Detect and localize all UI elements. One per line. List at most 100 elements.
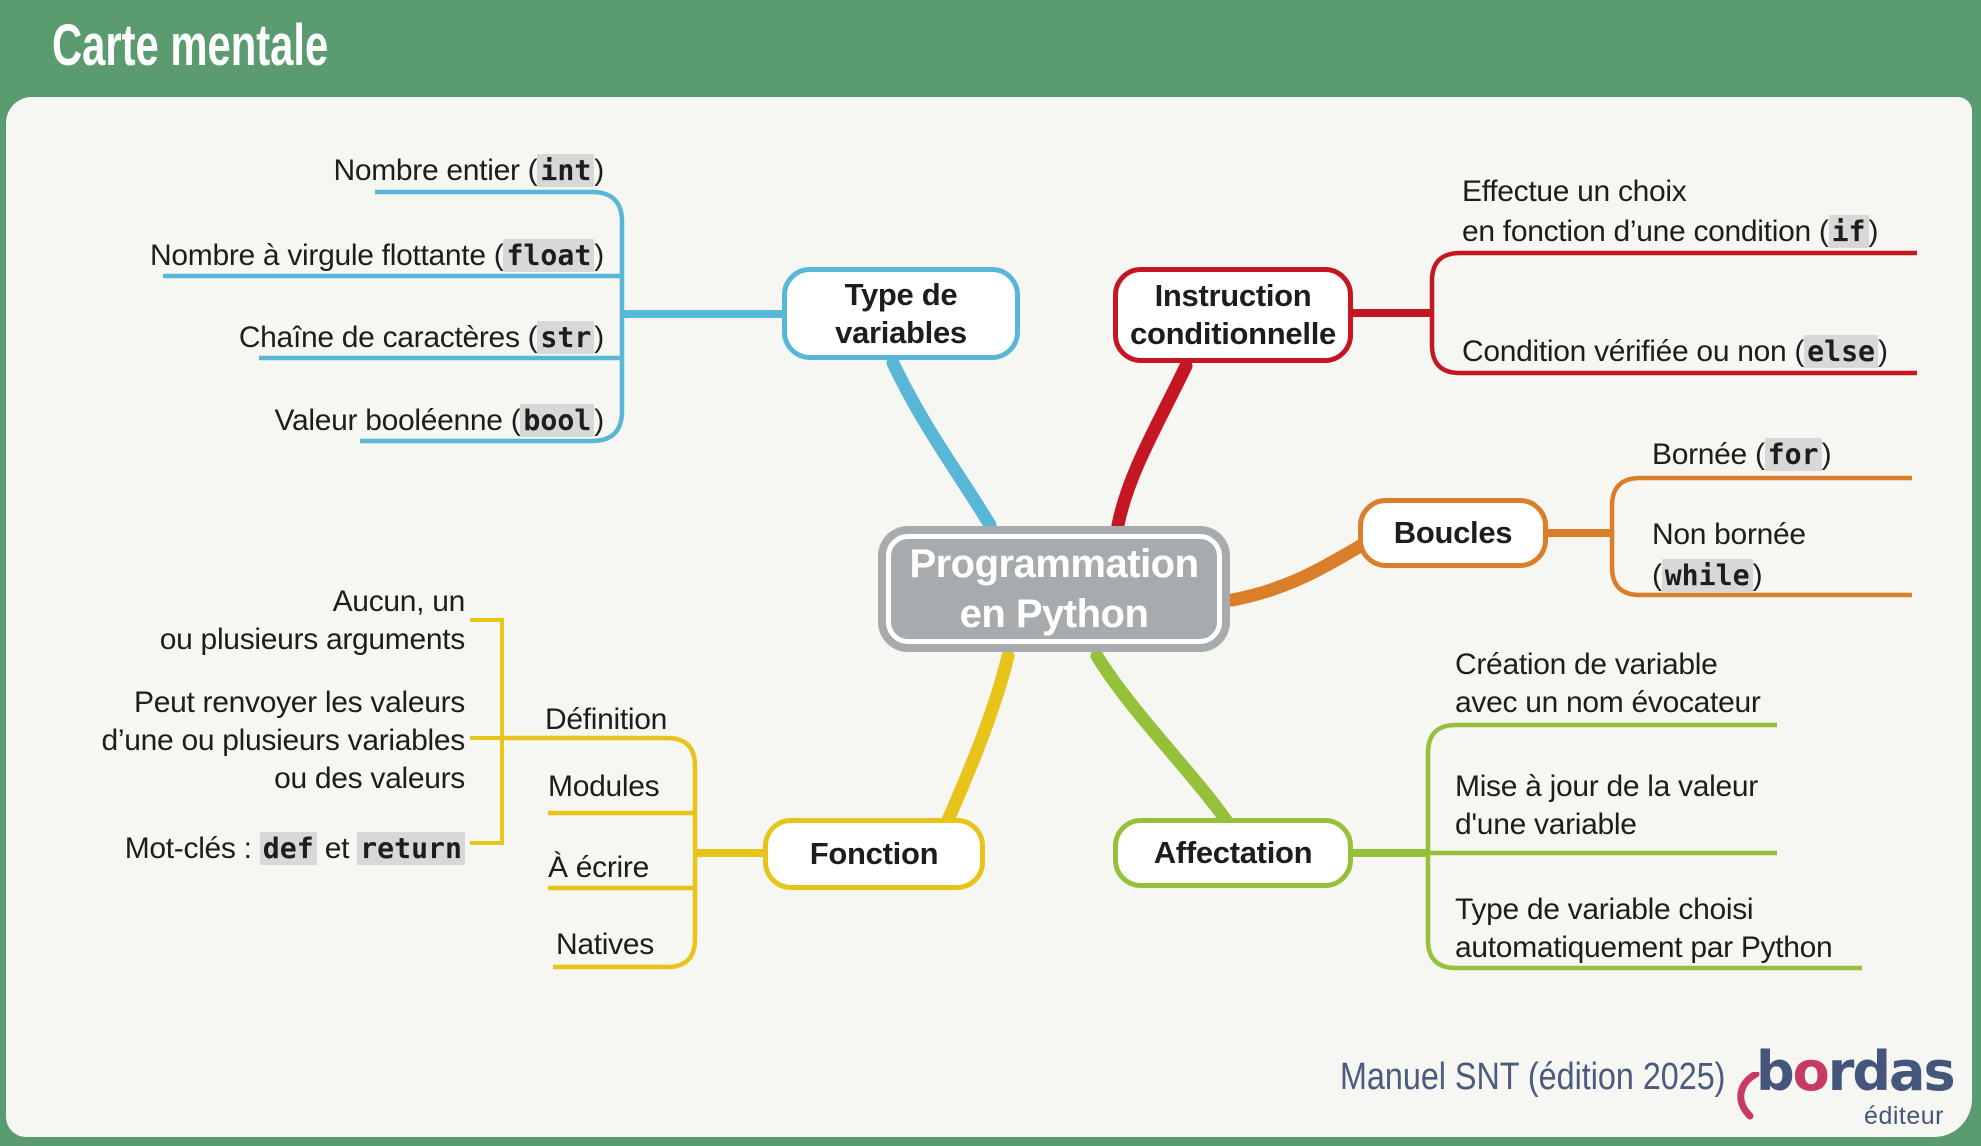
leaf-chaine-caracteres: Chaîne de caractères (str) [239,319,604,357]
text-line: Type de variable choisi [1455,891,1832,929]
text-line: Bornée (for) [1652,436,1832,474]
text-line: en Python [960,589,1149,639]
text-run: ) [594,321,604,354]
text-line: Mise à jour de la valeur [1455,768,1758,806]
text-run: conditionnelle [1130,316,1336,351]
text-run: d’une ou plusieurs variables [101,724,466,757]
text-line: conditionnelle [1130,315,1336,353]
text-line: variables [835,314,967,352]
text-run: Condition vérifiée ou non ( [1462,335,1805,368]
leaf-bornee-for: Bornée (for) [1652,436,1832,474]
text-line: Condition vérifiée ou non (else) [1462,333,1888,371]
logo-letter-b: b [1756,1040,1795,1103]
text-run: Modules [548,770,660,803]
text-run: ) [594,239,604,272]
text-run: en fonction d’une condition ( [1462,215,1829,248]
text-line: Effectue un choix [1462,172,1878,212]
text-line: automatiquement par Python [1455,929,1833,967]
text-run: Peut renvoyer les valeurs [134,686,465,719]
node-center: Programmation en Python [878,526,1230,652]
text-run: Boucles [1393,515,1513,550]
leaf-valeur-booleenne: Valeur booléenne (bool) [274,402,604,440]
subleaf-mots-cles: Mot-clés : def et return [125,831,465,867]
code-token: def [259,832,317,865]
text-run: en Python [959,592,1149,636]
node-fonction: Fonction [763,818,985,890]
text-line: d’une ou plusieurs variables [102,722,466,760]
text-run: Natives [556,928,654,961]
subleaf-renvoyer-valeurs: Peut renvoyer les valeurs d’une ou plusie… [102,684,466,798]
text-run: Mot-clés : [124,832,260,865]
text-line: Chaîne de caractères (str) [239,319,604,357]
text-line: Instruction [1155,277,1312,315]
text-run: ) [594,154,604,187]
text-run: automatiquement par Python [1455,931,1833,964]
code-token: if [1828,215,1869,248]
text-run: Type de [844,276,958,312]
text-line: Natives [556,927,654,963]
text-line: avec un nom évocateur [1455,684,1761,722]
text-run: Effectue un choix [1462,175,1687,208]
logo-arc-icon [1737,1072,1760,1120]
leaf-mise-a-jour: Mise à jour de la valeur d'une variable [1455,768,1758,844]
logo-subtitle: éditeur [1864,1102,1944,1130]
code-token: else [1804,335,1879,368]
text-run: ) [1752,559,1763,592]
node-affectation: Affectation [1113,818,1353,888]
text-line: Mot-clés : def et return [125,831,465,867]
text-line: Boucles [1394,514,1513,552]
code-token: return [357,832,465,865]
text-run: et [316,832,358,865]
text-line: en fonction d’une condition (if) [1462,212,1879,252]
text-run: Bornée ( [1652,438,1765,471]
text-run: Création de variable [1455,648,1718,681]
text-run: Non bornée [1652,518,1806,551]
code-token: for [1764,438,1822,471]
leaf-definition: Définition [545,702,667,738]
logo-wordmark: bordas [1756,1040,1956,1103]
text-line: Nombre à virgule flottante (float) [150,237,604,275]
text-line: Type de [845,276,958,314]
text-line: Modules [548,769,660,805]
text-run: Fonction [809,836,939,871]
code-token: str [537,321,595,354]
text-run: Valeur booléenne ( [274,404,521,437]
text-line: ou des valeurs [102,760,465,798]
text-line: Création de variable [1455,646,1761,684]
text-run: Nombre entier ( [333,154,538,187]
text-line: Non bornée [1652,514,1806,555]
text-run: Type de variable choisi [1455,893,1754,926]
leaf-type-automatique: Type de variable choisi automatiquement p… [1455,891,1833,967]
text-run: ( [1652,559,1662,592]
leaf-natives: Natives [556,927,654,963]
text-run: Affectation [1153,835,1313,870]
text-run: Instruction [1154,278,1312,313]
text-line: Nombre entier (int) [333,152,604,190]
text-line: (while) [1652,555,1806,596]
leaf-non-bornee-while: Non bornée (while) [1652,514,1806,596]
text-line: Programmation [909,539,1199,589]
text-line: Définition [545,702,667,738]
node-center-label: Programmation en Python [886,534,1222,644]
text-run: Chaîne de caractères ( [238,321,538,354]
text-line: ou plusieurs arguments [160,621,466,659]
code-token: float [503,239,595,272]
text-run: Programmation [909,542,1199,586]
code-token: bool [520,404,595,437]
leaf-effectue-un-choix: Effectue un choix en fonction d’une condi… [1462,172,1879,252]
text-run: Mise à jour de la valeur [1455,770,1758,803]
leaf-modules: Modules [548,769,660,805]
text-run: ) [1868,215,1879,248]
text-line: Aucun, un [160,583,466,621]
text-run: ) [594,404,604,437]
text-line: Fonction [809,835,939,873]
logo-letters-rdas: rdas [1827,1040,1956,1103]
text-run: Nombre à virgule flottante ( [150,239,504,272]
text-run: variables [835,314,967,350]
text-run: d'une variable [1455,808,1637,841]
node-boucles: Boucles [1358,498,1548,568]
text-line: Valeur booléenne (bool) [274,402,604,440]
